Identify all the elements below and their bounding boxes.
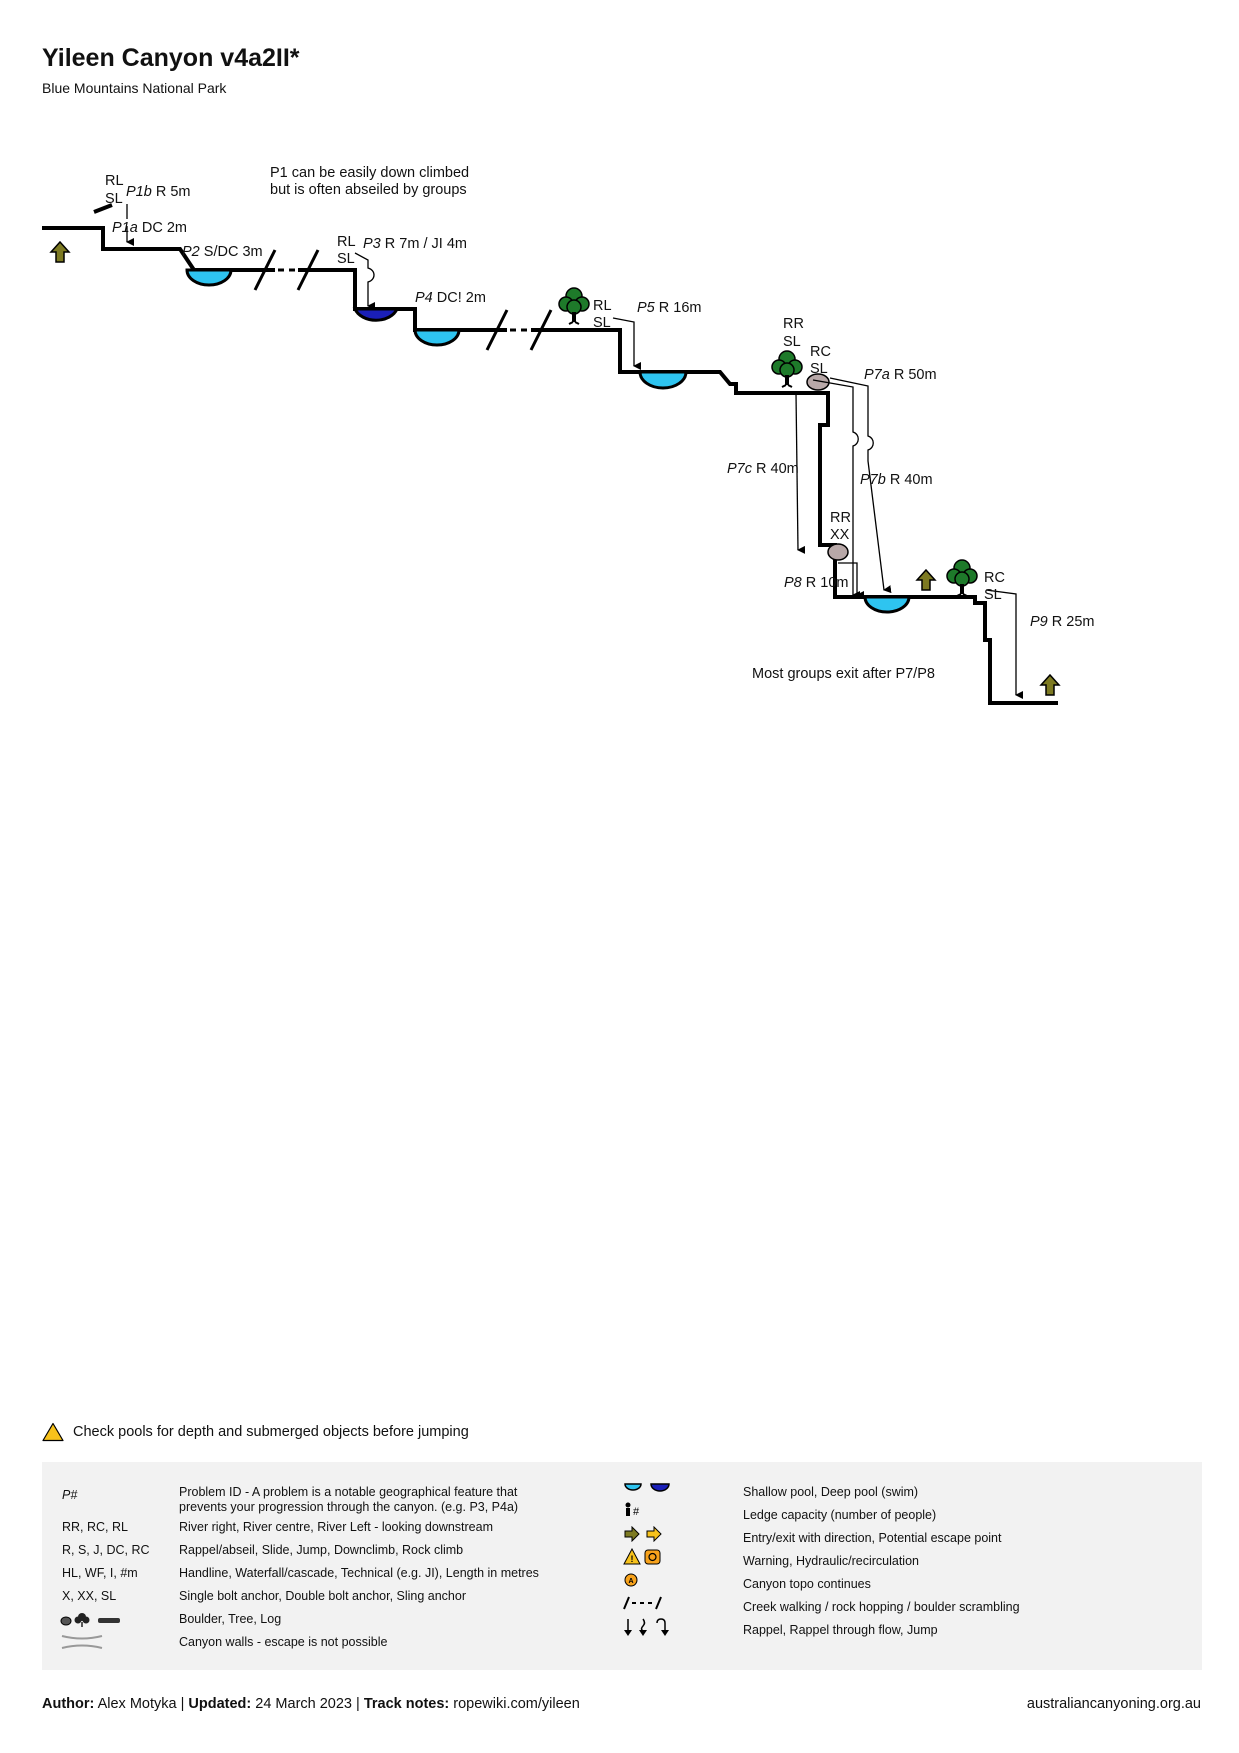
p7a-label: P7a R 50m [864, 367, 937, 383]
warning-hydraulic-icon: ! [623, 1548, 661, 1565]
p9-label: P9 R 25m [1030, 614, 1095, 630]
entry-arrow-icon [50, 241, 70, 263]
entry-exit-arrows-icon [624, 1526, 662, 1542]
p3-anchor-type: SL [337, 251, 355, 267]
p7a-anchor-side: RC [810, 344, 831, 360]
pool-p3-deep [352, 307, 400, 322]
warning-triangle-icon [42, 1422, 64, 1442]
pool-warning: Check pools for depth and submerged obje… [42, 1422, 469, 1442]
p7b-label: P7b R 40m [860, 472, 933, 488]
p3-anchor-side: RL [337, 234, 356, 250]
exit-arrow-icon [1040, 674, 1060, 696]
boulder-tree-log-icon [60, 1613, 120, 1627]
p3-label: P3 R 7m / JI 4m [363, 236, 467, 252]
svg-text:A: A [629, 1578, 634, 1585]
legend-key: P# [62, 1488, 78, 1502]
footer-credits: Author: Alex Motyka | Updated: 24 March … [42, 1696, 580, 1712]
p5-anchor-type: SL [593, 315, 611, 331]
legend-desc: Creek walking / rock hopping / boulder s… [743, 1600, 1020, 1614]
ledge-capacity-icon: # [625, 1502, 640, 1518]
legend-desc: Entry/exit with direction, Potential esc… [743, 1531, 1002, 1545]
p1b-anchor-type: SL [105, 191, 123, 207]
site-link[interactable]: australiancanyoning.org.au [1026, 1696, 1201, 1712]
p1a-label: P1a DC 2m [112, 220, 187, 236]
legend-desc: Shallow pool, Deep pool (swim) [743, 1485, 919, 1499]
p1b-anchor-side: RL [105, 173, 124, 189]
track-notes-link[interactable]: ropewiki.com/yileen [453, 1696, 580, 1712]
legend-desc: Canyon topo continues [743, 1577, 871, 1591]
p1-note-line2: but is often abseiled by groups [270, 182, 467, 198]
creek-walking-break-2 [485, 309, 553, 351]
legend-desc: River right, River centre, River Left - … [179, 1520, 494, 1534]
updated-date: 24 March 2023 [255, 1696, 352, 1712]
p7c-anchor-side: RR [783, 316, 804, 332]
p5-label: P5 R 16m [637, 300, 702, 316]
p7c-anchor-type: SL [783, 334, 801, 350]
legend-desc: Rappel, Rappel through flow, Jump [743, 1623, 938, 1637]
updated-label: Updated: [188, 1696, 252, 1712]
legend-desc: Handline, Waterfall/cascade, Technical (… [179, 1566, 539, 1580]
legend-key: R, S, J, DC, RC [62, 1543, 150, 1557]
pool-warning-text: Check pools for depth and submerged obje… [73, 1424, 469, 1440]
canyon-floor-line [42, 226, 1058, 705]
tree-icon [558, 287, 590, 325]
creek-walking-break-1 [253, 249, 320, 291]
pool-p2 [185, 268, 233, 287]
p1b-label: P1b R 5m [126, 184, 191, 200]
exit-arrow-icon [916, 569, 936, 591]
track-notes-label: Track notes: [363, 1696, 450, 1712]
p7a-anchor-type: SL [810, 361, 828, 377]
p1-note-line1: P1 can be easily down climbed [270, 165, 469, 181]
svg-text:!: ! [631, 1554, 634, 1564]
tree-icon [771, 350, 803, 388]
legend-desc: Problem ID - A problem is a notable geog… [179, 1485, 519, 1514]
boulder-icon [806, 373, 830, 391]
canyon-walls-icon [61, 1635, 103, 1649]
pool-p7 [863, 595, 911, 614]
page-title: Yileen Canyon v4a2II* [42, 44, 300, 72]
legend-key: X, XX, SL [62, 1589, 117, 1603]
legend-desc: Single bolt anchor, Double bolt anchor, … [179, 1589, 466, 1603]
pool-icons [624, 1483, 670, 1492]
svg-text:#: # [633, 1506, 640, 1518]
legend-desc: Canyon walls - escape is not possible [179, 1635, 388, 1649]
legend-panel: P# Problem ID - A problem is a notable g… [42, 1462, 1202, 1670]
legend-desc: Boulder, Tree, Log [179, 1612, 282, 1626]
legend-desc: Ledge capacity (number of people) [743, 1508, 937, 1522]
creek-walking-icon [623, 1596, 662, 1610]
page-subtitle: Blue Mountains National Park [42, 80, 227, 96]
p7c-label: P7c R 40m [727, 461, 799, 477]
legend-desc: Rappel/abseil, Slide, Jump, Downclimb, R… [179, 1543, 464, 1557]
p2-label: P2 S/DC 3m [182, 244, 263, 260]
p8-anchor-side: RR [830, 510, 851, 526]
legend-desc: Warning, Hydraulic/recirculation [743, 1554, 919, 1568]
boulder-icon [827, 543, 849, 561]
tree-icon [946, 559, 978, 597]
exit-note: Most groups exit after P7/P8 [752, 666, 935, 682]
p8-label: P8 R 10m [784, 575, 849, 591]
topo-continues-icon: A [624, 1573, 638, 1587]
p5-anchor-side: RL [593, 298, 612, 314]
p4-label: P4 DC! 2m [415, 290, 486, 306]
author-name: Alex Motyka [97, 1696, 177, 1712]
p8-anchor-type: XX [830, 527, 850, 543]
legend-key: RR, RC, RL [62, 1520, 128, 1534]
p9-anchor-side: RC [984, 570, 1005, 586]
pool-p5 [638, 370, 688, 390]
author-label: Author: [42, 1696, 95, 1712]
legend-key: HL, WF, I, #m [62, 1566, 138, 1580]
canyon-topo-diagram: P1 can be easily down climbed but is oft… [42, 165, 1095, 705]
pool-p4 [413, 328, 461, 347]
p9-anchor-type: SL [984, 587, 1002, 603]
rappel-arrows-icon [624, 1618, 669, 1636]
